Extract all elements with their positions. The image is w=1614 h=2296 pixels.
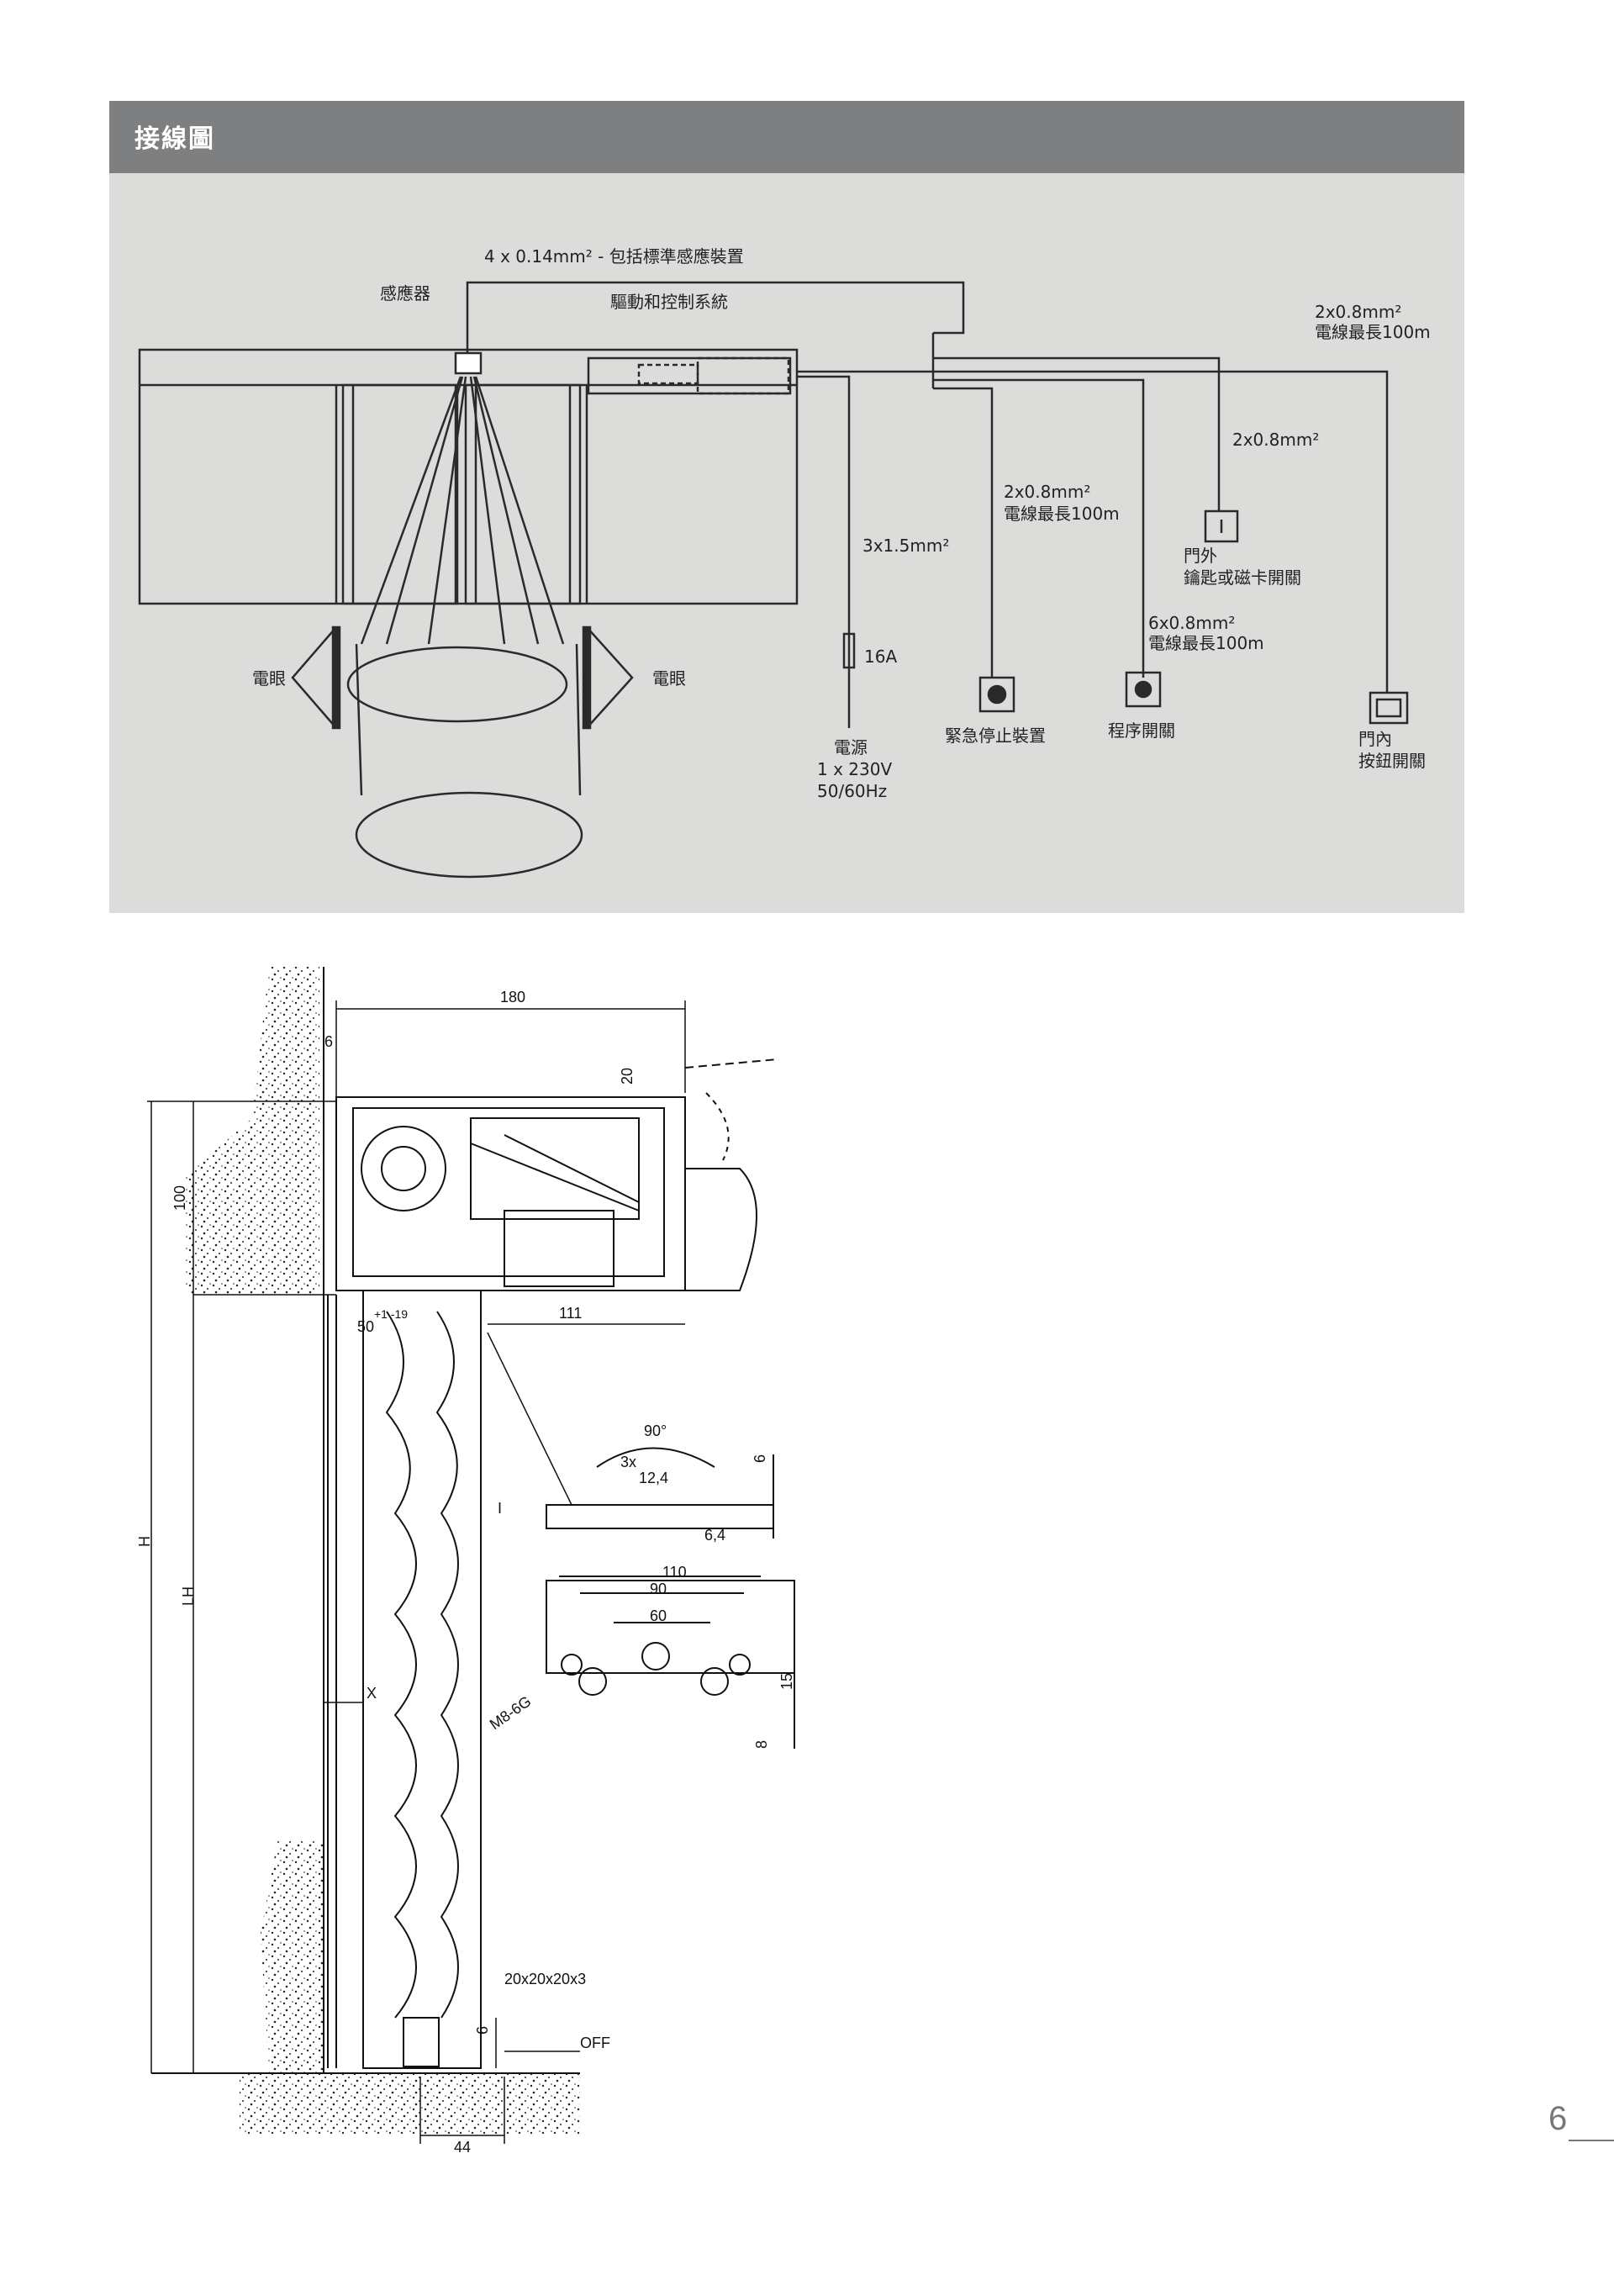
push-button-label: 按鈕開關 (1358, 751, 1426, 771)
dim-90: 90 (650, 1581, 667, 1597)
cable-mid-right-label: 2x0.8mm² (1232, 430, 1319, 450)
dim-6-4: 6,4 (704, 1527, 725, 1544)
power-frequency-label: 50/60Hz (817, 781, 887, 801)
dim-6: 6 (324, 1033, 333, 1050)
dim-20: 20 (619, 1068, 636, 1085)
power-voltage-label: 1 x 230V (817, 759, 892, 779)
wiring-diagram-panel: 4 x 0.14mm² - 包括標準感應裝置 感應器 驅動和控制系統 2x0.8… (109, 173, 1464, 913)
thread-m8: M8-6G (487, 1692, 535, 1733)
cable-emergency-max-label: 電線最長100m (1004, 504, 1120, 524)
dim-6c: 6 (474, 2026, 491, 2035)
dim-111: 111 (559, 1305, 582, 1322)
photo-eye-left-label: 電眼 (252, 668, 286, 689)
dim-60: 60 (650, 1607, 667, 1624)
cable-program-max-label: 電線最長100m (1148, 633, 1264, 653)
sensor-field-lower (355, 791, 583, 879)
label-x: X (367, 1685, 377, 1702)
cable-top-right-label: 2x0.8mm² (1315, 302, 1401, 322)
drive-control-label: 驅動和控制系統 (610, 292, 728, 312)
wall-section (151, 967, 580, 2134)
door-leaf-right (464, 383, 582, 605)
bracket-detail (546, 1447, 795, 1749)
photo-eye-left-icon (291, 626, 337, 729)
door-leaf-left (341, 383, 459, 605)
key-card-switch-label: 鑰匙或磁卡開關 (1184, 567, 1301, 588)
operator-housing (335, 1058, 778, 1291)
drive-control-box (587, 356, 792, 395)
program-switch-label: 程序開關 (1108, 720, 1175, 741)
dim-15: 15 (778, 1673, 795, 1690)
dim-50-tolerance: +1 -19 (374, 1307, 408, 1321)
off-label: OFF (580, 2035, 610, 2051)
dimension-lines (147, 1000, 686, 2144)
dim-50: 50 (357, 1318, 374, 1335)
wiring-diagram: 4 x 0.14mm² - 包括標準感應裝置 感應器 驅動和控制系統 2x0.8… (138, 246, 1431, 879)
count-3x: 3x (620, 1454, 636, 1470)
cable-top-right-max-label: 電線最長100m (1315, 322, 1431, 342)
profile-label: 20x20x20x3 (504, 1971, 586, 1987)
dim-12-4: 12,4 (639, 1470, 668, 1486)
key-switch-icon (1204, 509, 1239, 543)
photo-eye-right-icon (586, 626, 634, 729)
drawing-labels: 180 6 20 100 111 50 +1 -19 H LH I X 90° … (136, 989, 795, 2156)
dim-44: 44 (454, 2139, 471, 2156)
cable-emergency-label: 2x0.8mm² (1004, 482, 1090, 502)
push-button-icon (1369, 691, 1409, 725)
dim-180: 180 (500, 989, 525, 1005)
cable-program-label: 6x0.8mm² (1148, 613, 1235, 633)
cable-power-label: 3x1.5mm² (862, 536, 949, 556)
angle-90: 90° (644, 1422, 667, 1439)
fuse-icon (842, 632, 856, 669)
emergency-stop-label: 緊急停止裝置 (945, 726, 1046, 746)
fuse-label: 16A (864, 647, 897, 667)
section-header: 接線圖 (109, 101, 1464, 173)
power-label: 電源 (834, 737, 868, 757)
outside-door-label: 門外 (1184, 546, 1217, 566)
program-switch-icon (1125, 671, 1162, 708)
sensor-field-upper (346, 646, 568, 723)
label-h: H (136, 1536, 153, 1547)
dim-6b: 6 (752, 1454, 768, 1463)
dim-8: 8 (753, 1740, 770, 1749)
label-i: I (498, 1500, 502, 1517)
section-title: 接線圖 (134, 124, 215, 154)
emergency-stop-icon (978, 676, 1015, 713)
door-leaf-section (362, 1290, 482, 2069)
page-number-rule (1569, 2140, 1614, 2141)
label-lh: LH (180, 1586, 197, 1606)
sensor-box (454, 351, 483, 375)
photo-eye-right-label: 電眼 (652, 668, 686, 689)
inside-door-label: 門內 (1358, 729, 1392, 749)
page-number: 6 (1548, 2100, 1568, 2137)
guide-rail (327, 1295, 337, 2068)
dim-110: 110 (662, 1564, 687, 1581)
dim-100: 100 (171, 1185, 188, 1211)
sensor-label: 感應器 (380, 283, 430, 303)
cable-sensor-label: 4 x 0.14mm² - 包括標準感應裝置 (484, 246, 744, 267)
